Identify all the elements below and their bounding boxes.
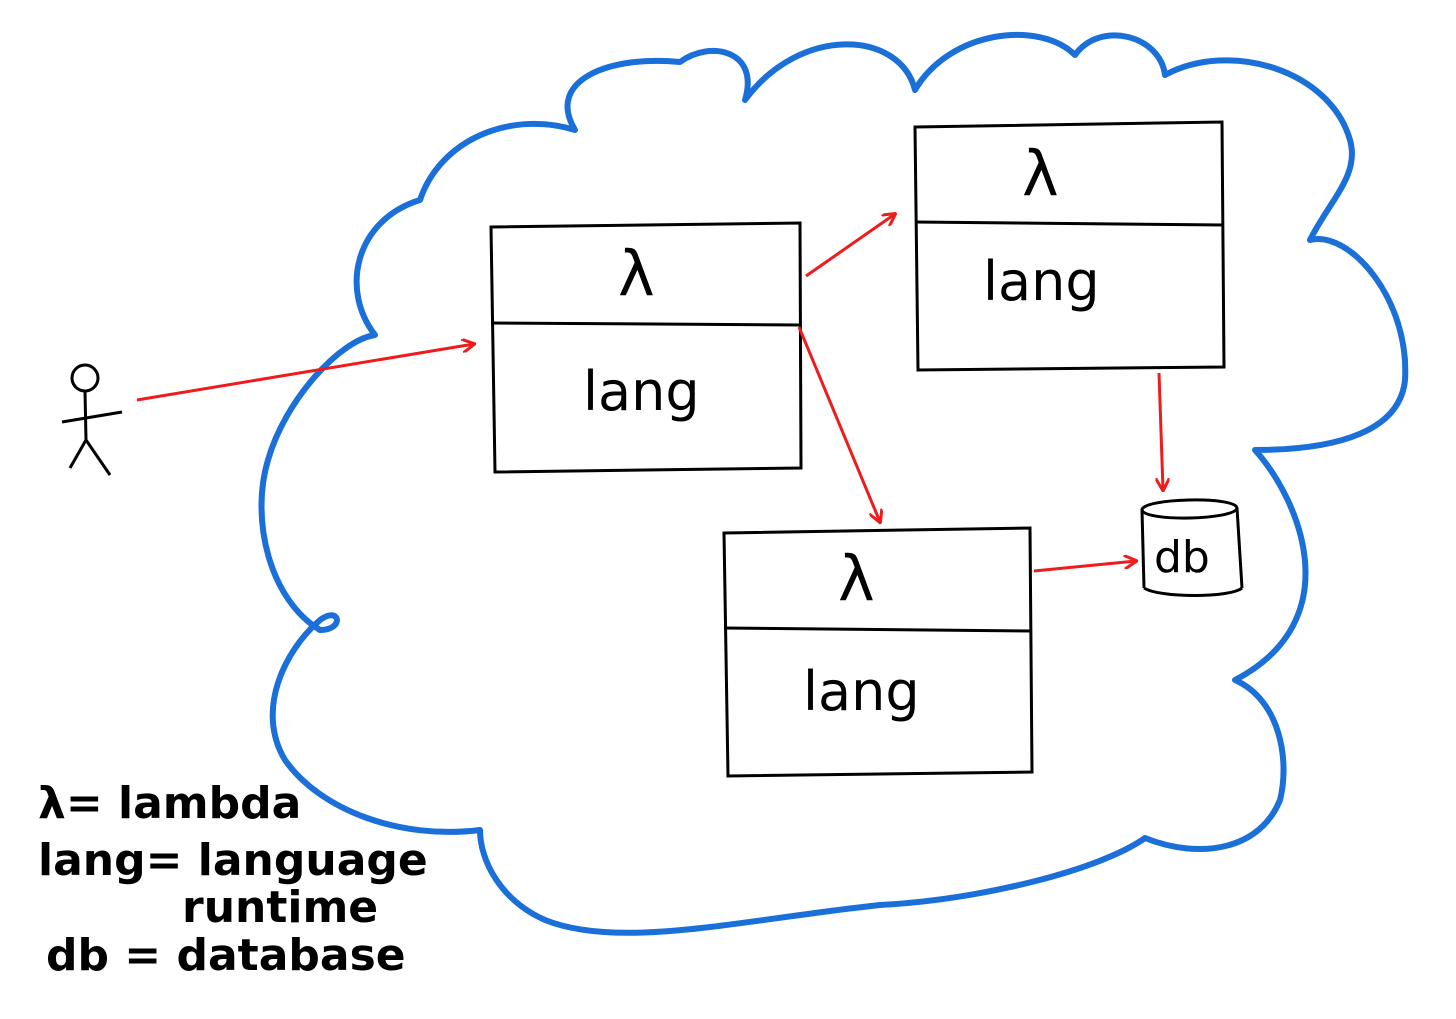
arrow-box3-to-db [1033, 561, 1136, 573]
lang-label: lang [983, 250, 1100, 313]
lang-label: lang [583, 360, 700, 423]
arrow-box1-to-box3 [797, 326, 880, 522]
arrow-box1-to-box2 [805, 214, 895, 278]
database-icon: db [1140, 498, 1244, 597]
cloud-outline [258, 31, 1409, 936]
arrows [136, 214, 1163, 573]
lambda-symbol: λ [618, 237, 655, 310]
lambda-symbol: λ [1022, 137, 1059, 210]
user-stick-figure-icon [61, 363, 123, 476]
lambda-symbol: λ [838, 542, 875, 615]
lambda-box-3: λ lang [722, 526, 1034, 778]
legend-runtime: runtime [182, 882, 378, 933]
arrow-user-to-box1 [136, 344, 474, 402]
db-label: db [1154, 532, 1210, 583]
legend-db: db = database [46, 930, 406, 981]
lang-label: lang [803, 660, 920, 723]
legend-lambda: λ= lambda [38, 778, 301, 829]
legend: λ= lambda lang= language runtime db = da… [38, 778, 428, 981]
legend-lang: lang= language [38, 835, 428, 886]
arrow-box2-to-db [1159, 372, 1163, 490]
lambda-box-2: λ lang [913, 120, 1226, 372]
lambda-box-1: λ lang [489, 221, 803, 474]
